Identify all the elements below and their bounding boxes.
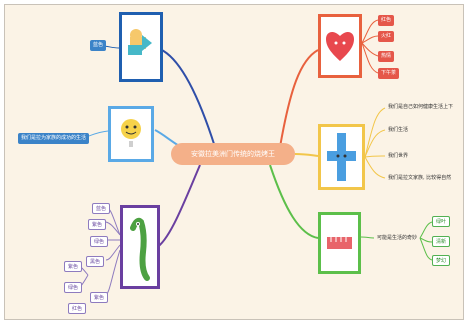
leaf-yellow-1[interactable]: 我们是自己如何健康生活上下 [388,104,454,110]
leaf-red-3[interactable]: 热情 [378,51,395,62]
ruler-figure-icon [327,237,352,249]
heart-icon [326,32,354,61]
leaf-purple-3[interactable]: 绿色 [90,236,109,247]
leaf-purple-6[interactable]: 绿色 [64,282,83,293]
leaf-red-4[interactable]: 下午茶 [378,68,400,79]
card-purple-alien[interactable] [120,205,160,289]
leaf-yellow-2[interactable]: 我们生活 [388,127,409,133]
emoji-figure-icon [121,119,141,147]
leaf-yellow-4[interactable]: 我们是拉文家族, 比较得自然 [388,175,452,181]
leaf-green-1[interactable]: 绿叶 [432,216,451,227]
central-topic[interactable]: 安徽拉美洲门传统的烧烤王 [171,143,295,165]
cross-figure-icon [327,133,356,181]
leaf-blue[interactable]: 蓝色 [90,40,107,51]
arrow-figure-icon [128,29,152,55]
leaf-green-3[interactable]: 梦幻 [432,255,451,266]
card-red-heart[interactable] [318,14,362,78]
leaf-yellow-3[interactable]: 我们世界 [388,153,409,159]
alien-figure-icon [130,217,150,281]
card-yellow-cross[interactable] [318,124,365,190]
leaf-purple-1[interactable]: 蓝色 [92,203,111,214]
leaf-lightblue[interactable]: 我们是拉为家族的成功的生活 [18,133,90,144]
leaf-purple-5[interactable]: 紫色 [64,261,83,272]
card-lightblue-emoji[interactable] [108,106,154,162]
leaf-red-1[interactable]: 红色 [378,15,395,26]
card-blue-arrow[interactable] [119,12,163,82]
leaf-purple-2[interactable]: 紫色 [88,219,107,230]
leaf-purple-7[interactable]: 紫色 [90,292,109,303]
leaf-purple-8[interactable]: 红色 [68,303,87,314]
leaf-red-2[interactable]: 火红 [378,31,395,42]
leaf-purple-4[interactable]: 黑色 [86,256,105,267]
leaf-green-main[interactable]: 可能是生活的奇妙 [377,235,418,241]
leaf-green-2[interactable]: 清新 [432,236,451,247]
card-green-ruler[interactable] [318,212,361,274]
